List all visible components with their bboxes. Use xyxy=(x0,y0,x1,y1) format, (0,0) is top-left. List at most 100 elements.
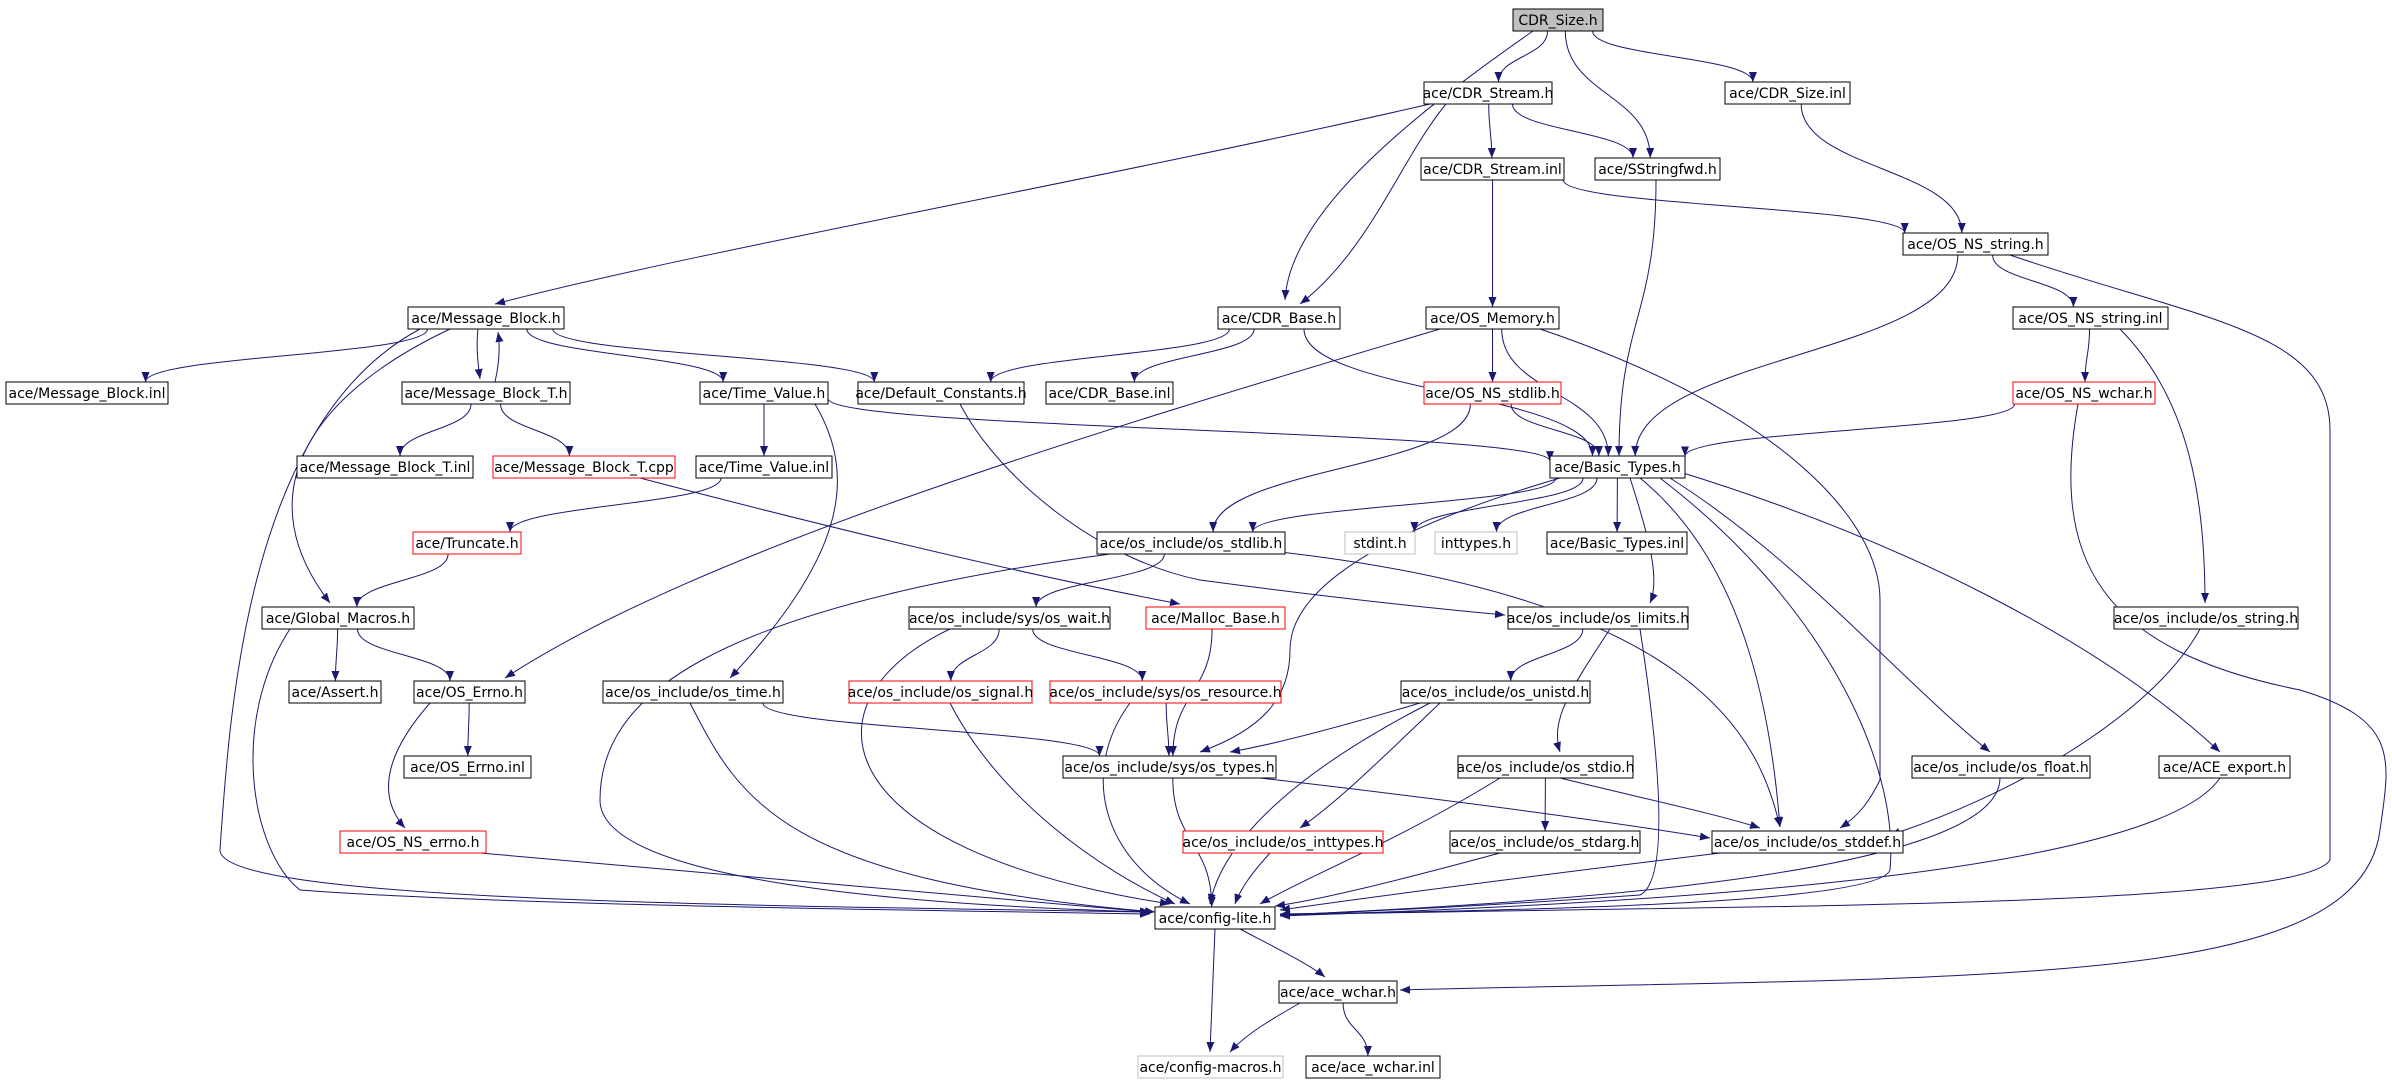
node-box xyxy=(1512,8,1604,32)
edge-basic_types_h-to-os_include_os_stdlib_h xyxy=(1248,477,1557,533)
node-box xyxy=(1154,906,1276,930)
node-cdr-size-h[interactable]: CDR_Size.h xyxy=(1512,8,1604,32)
node-label: ace/OS_Errno.h xyxy=(416,685,523,701)
node-os-ns-string-h[interactable]: ace/OS_NS_string.h xyxy=(1902,232,2049,256)
node-label: ace/Malloc_Base.h xyxy=(1151,611,1280,627)
node-box xyxy=(848,680,1033,704)
node-box xyxy=(1594,157,1721,181)
node-os-ns-stdlib-h[interactable]: ace/OS_NS_stdlib.h xyxy=(1423,381,1562,405)
node-box xyxy=(1549,455,1686,479)
node-os-include-os-string-h[interactable]: ace/os_include/os_string.h xyxy=(2113,606,2299,630)
node-ace-wchar-h[interactable]: ace/ace_wchar.h xyxy=(1278,980,1398,1004)
node-label: ace/Basic_Types.inl xyxy=(1550,536,1684,552)
node-cdr-size-inl[interactable]: ace/CDR_Size.inl xyxy=(1724,81,1851,105)
node-layer: CDR_Size.h ace/CDR_Stream.h ace/CDR_Size.i… xyxy=(5,8,2299,1079)
node-stdint-h[interactable]: stdint.h xyxy=(1344,531,1416,555)
node-os-include-os-time-h[interactable]: ace/os_include/os_time.h xyxy=(602,680,784,704)
edge-message_block_h-to-message_block_inl xyxy=(141,328,428,383)
node-os-include-os-signal-h[interactable]: ace/os_include/os_signal.h xyxy=(848,680,1034,704)
node-message-block-t-h[interactable]: ace/Message_Block_T.h xyxy=(401,381,571,405)
node-os-ns-wchar-h[interactable]: ace/OS_NS_wchar.h xyxy=(2012,381,2156,405)
edge-os_memory_h-to-os_errno_h xyxy=(504,328,1441,679)
node-box xyxy=(413,680,526,704)
node-os-include-os-stdarg-h[interactable]: ace/os_include/os_stdarg.h xyxy=(1449,830,1641,854)
node-label: ace/Message_Block.h xyxy=(411,311,560,327)
node-os-include-sys-os-types-h[interactable]: ace/os_include/sys/os_types.h xyxy=(1062,755,1277,779)
node-os-include-os-stdio-h[interactable]: ace/os_include/os_stdio.h xyxy=(1457,755,1635,779)
edge-os_include_os_string_h-to-os_include_os_stddef_h xyxy=(1889,628,2201,836)
node-box xyxy=(1062,755,1277,779)
node-box xyxy=(1217,306,1341,330)
node-cdr-stream-h[interactable]: ace/CDR_Stream.h xyxy=(1423,81,1554,105)
node-message-block-t-cpp[interactable]: ace/Message_Block_T.cpp xyxy=(492,455,676,479)
node-label: ace/Time_Value.inl xyxy=(699,460,829,476)
edge-message_block_h-to-default_constants_h xyxy=(552,328,879,383)
edge-cdr_size_h-to-cdr_size_inl xyxy=(1592,30,1757,83)
node-label: ace/os_include/os_float.h xyxy=(1913,760,2089,776)
node-global-macros-h[interactable]: ace/Global_Macros.h xyxy=(261,606,415,630)
node-cdr-base-h[interactable]: ace/CDR_Base.h xyxy=(1217,306,1341,330)
node-box xyxy=(5,381,169,405)
node-box xyxy=(403,755,532,779)
node-box xyxy=(1137,1055,1284,1079)
node-basic-types-inl[interactable]: ace/Basic_Types.inl xyxy=(1546,531,1688,555)
node-os-ns-errno-h[interactable]: ace/OS_NS_errno.h xyxy=(339,830,487,854)
edge-ace_export_h-to-config_lite_h xyxy=(1279,777,2221,920)
node-malloc-base-h[interactable]: ace/Malloc_Base.h xyxy=(1145,606,1286,630)
node-label: ace/OS_NS_stdlib.h xyxy=(1425,386,1560,402)
node-config-macros-h[interactable]: ace/config-macros.h xyxy=(1137,1055,1284,1079)
node-box xyxy=(1423,81,1553,105)
edge-basic_types_h-to-os_include_os_float_h xyxy=(1669,477,1991,753)
edge-os_ns_errno_h-to-config_lite_h xyxy=(479,852,1151,916)
node-os-errno-h[interactable]: ace/OS_Errno.h xyxy=(413,680,526,704)
node-message-block-inl[interactable]: ace/Message_Block.inl xyxy=(5,381,169,405)
edge-os_ns_stdlib_h-to-os_include_os_stdlib_h xyxy=(1209,403,1471,533)
node-ace-export-h[interactable]: ace/ACE_export.h xyxy=(2158,755,2291,779)
node-os-include-os-unistd-h[interactable]: ace/os_include/os_unistd.h xyxy=(1400,680,1591,704)
node-os-include-os-float-h[interactable]: ace/os_include/os_float.h xyxy=(1911,755,2091,779)
node-time-value-inl[interactable]: ace/Time_Value.inl xyxy=(695,455,833,479)
node-label: ace/os_include/sys/os_types.h xyxy=(1064,760,1274,776)
node-label: ace/os_include/os_signal.h xyxy=(848,685,1034,701)
node-label: ace/Message_Block_T.h xyxy=(404,386,567,402)
node-label: ace/Default_Constants.h xyxy=(855,386,1026,402)
node-default-constants-h[interactable]: ace/Default_Constants.h xyxy=(855,381,1027,405)
node-os-ns-string-inl[interactable]: ace/OS_NS_string.inl xyxy=(2012,306,2169,330)
edge-os_include_sys_os_wait_h-to-os_include_sys_os_resource_h xyxy=(1032,628,1147,682)
edge-os_include_os_stdlib_h-to-os_include_os_stddef_h xyxy=(1279,551,1782,828)
node-os-include-sys-os-wait-h[interactable]: ace/os_include/sys/os_wait.h xyxy=(908,606,1111,630)
node-label: ace/OS_NS_string.h xyxy=(1907,237,2043,253)
node-os-memory-h[interactable]: ace/OS_Memory.h xyxy=(1425,306,1560,330)
node-ace-wchar-inl[interactable]: ace/ace_wchar.inl xyxy=(1305,1055,1441,1079)
edge-message_block_t_h-to-message_block_t_inl xyxy=(396,403,472,457)
node-truncate-h[interactable]: ace/Truncate.h xyxy=(412,531,522,555)
node-message-block-h[interactable]: ace/Message_Block.h xyxy=(407,306,565,330)
node-label: ace/OS_Memory.h xyxy=(1430,311,1555,327)
node-inttypes-h[interactable]: inttypes.h xyxy=(1434,531,1518,555)
node-cdr-base-inl[interactable]: ace/CDR_Base.inl xyxy=(1045,381,1174,405)
edge-message_block_t_h-to-message_block_h xyxy=(494,331,504,383)
node-os-include-os-limits-h[interactable]: ace/os_include/os_limits.h xyxy=(1507,606,1689,630)
node-os-include-sys-os-resource-h[interactable]: ace/os_include/sys/os_resource.h xyxy=(1049,680,1282,704)
edge-os_ns_wchar_h-to-basic_types_h xyxy=(1681,403,2016,457)
node-os-errno-inl[interactable]: ace/OS_Errno.inl xyxy=(403,755,532,779)
node-basic-types-h[interactable]: ace/Basic_Types.h xyxy=(1549,455,1686,479)
node-label: stdint.h xyxy=(1353,536,1406,552)
node-assert-h[interactable]: ace/Assert.h xyxy=(288,680,382,704)
node-os-include-os-stdlib-h[interactable]: ace/os_include/os_stdlib.h xyxy=(1096,531,1286,555)
node-cdr-stream-inl[interactable]: ace/CDR_Stream.inl xyxy=(1420,157,1565,181)
node-sstringfwd-h[interactable]: ace/SStringfwd.h xyxy=(1594,157,1721,181)
node-config-lite-h[interactable]: ace/config-lite.h xyxy=(1154,906,1276,930)
node-label: ace/Message_Block_T.inl xyxy=(300,460,471,476)
node-box xyxy=(1049,680,1282,704)
node-message-block-t-inl[interactable]: ace/Message_Block_T.inl xyxy=(296,455,474,479)
edge-basic_types_h-to-config_lite_h xyxy=(1279,477,1892,918)
node-label: ace/OS_NS_string.inl xyxy=(2018,311,2162,327)
node-os-include-os-stddef-h[interactable]: ace/os_include/os_stddef.h xyxy=(1711,830,1904,854)
node-os-include-os-inttypes-h[interactable]: ace/os_include/os_inttypes.h xyxy=(1182,830,1384,854)
edge-os_ns_string_h-to-config_lite_h xyxy=(1279,254,2331,919)
edge-os_include_os_signal_h-to-config_lite_h xyxy=(949,702,1176,905)
edge-os_include_sys_os_wait_h-to-config_lite_h xyxy=(860,628,1171,907)
node-time-value-h[interactable]: ace/Time_Value.h xyxy=(699,381,829,405)
edge-os_include_sys_os_types_h-to-os_include_os_stddef_h xyxy=(1259,777,1711,841)
